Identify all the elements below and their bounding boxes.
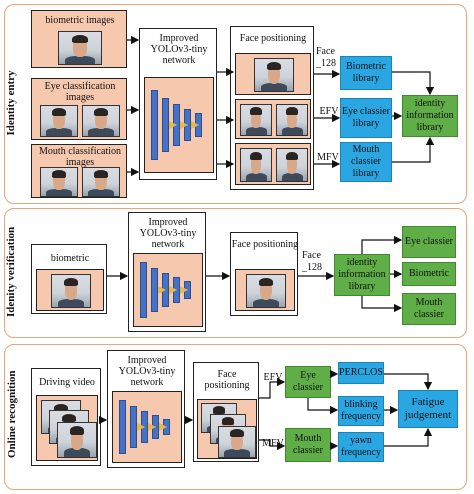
face-positioning-container: Face positioning [230, 26, 314, 190]
face-photo [218, 426, 256, 458]
online-positioning-container: Face positioning [193, 362, 259, 462]
network-arrow-icon [169, 121, 177, 129]
verification-network-graphic [133, 253, 203, 327]
online-network-label: Improved YOLOv3-tiny network [118, 355, 176, 388]
network-arrow-icon [159, 423, 167, 431]
fatigue-judgement-box: Fatigue judgement [398, 390, 458, 428]
face-photo [57, 422, 97, 458]
face-photo [276, 148, 308, 182]
face-positioning-label: Face positioning [239, 33, 307, 44]
verification-mouth-classier: Mouth classier [402, 293, 456, 325]
biometric-images-label: biometric images [45, 15, 115, 26]
biometric-library: Biometric library [340, 56, 392, 90]
face-photo [40, 105, 78, 137]
verification-network-label: Improved YOLOv3-tiny network [139, 217, 197, 250]
eye-classier-library: Eye classier library [340, 98, 392, 138]
face-photo [246, 274, 286, 308]
driving-video-box: Driving video [31, 368, 101, 466]
network-layer [140, 262, 147, 318]
efv-label: EFV [319, 106, 339, 117]
identity-information-library: identity information library [402, 95, 458, 137]
network-arrow-icon [148, 423, 156, 431]
online-network-graphic [112, 391, 182, 463]
face-photo [58, 31, 102, 65]
online-mfv-label: MFV [262, 438, 284, 449]
network-layer [151, 90, 158, 160]
verification-network-container: Improved YOLOv3-tiny network [128, 212, 206, 332]
online-mouth-classier: Mouth classier [285, 428, 331, 462]
face-photo [51, 274, 91, 308]
face-photo [240, 104, 272, 136]
verification-positioning-label: Face positioning [231, 239, 299, 250]
positioned-eye-faces [235, 99, 311, 139]
network-layer [162, 98, 169, 152]
network-arrow-icon [169, 286, 177, 294]
verification-positioned-face [235, 269, 295, 311]
online-positioned-faces [197, 399, 257, 459]
network-graphic [144, 77, 214, 173]
verification-identity-library: identity information library [334, 254, 390, 296]
verification-biometric: Biometric [402, 262, 456, 286]
network-layer [151, 268, 158, 312]
network-arrow-icon [180, 121, 188, 129]
eye-classification-images-box: Eye classification images [31, 78, 127, 140]
yawn-frequency-box: yawn frequency [338, 432, 384, 462]
verification-input-photo-frame [36, 269, 104, 311]
face-photo [254, 58, 294, 92]
verification-input-label: biometric [50, 253, 90, 264]
face-photo [40, 167, 78, 197]
positioned-face [235, 53, 311, 95]
face-photo [240, 148, 272, 182]
online-eye-classier: Eye classier [285, 366, 331, 398]
positioned-mouth-faces [235, 143, 311, 185]
network-arrow-icon [191, 121, 199, 129]
verification-eye-classier: Eye classier [402, 226, 456, 258]
face-photo [82, 105, 120, 137]
network-layer [130, 406, 137, 448]
driving-video-label: Driving video [39, 377, 95, 388]
eye-classification-images-label: Eye classification images [44, 81, 116, 103]
network-container: Improved YOLOv3-tiny network [139, 28, 217, 180]
mouth-classification-images-label: Mouth classification images [39, 146, 121, 168]
video-frames [36, 395, 98, 461]
verification-input-box: biometric [31, 244, 107, 314]
network-arrow-icon [137, 423, 145, 431]
face-photo [276, 104, 308, 136]
blinking-frequency-box: blinking frequency [338, 396, 384, 426]
network-layer [119, 400, 126, 454]
perclos-box: PERCLOS [338, 362, 384, 384]
online-network-container: Improved YOLOv3-tiny network [107, 350, 185, 468]
online-efv-label: EFV [263, 372, 283, 383]
network-arrow-icon [180, 286, 188, 294]
network-arrow-icon [158, 286, 166, 294]
face-128-label: Face _128 [316, 46, 336, 69]
face-photo [82, 167, 120, 197]
mouth-classier-library: Mouth classier library [340, 142, 392, 182]
network-label: Improved YOLOv3-tiny network [150, 33, 208, 66]
online-positioning-label: Face positioning [204, 369, 250, 391]
biometric-images-box: biometric images [31, 10, 127, 68]
verification-face-128-label: Face _128 [302, 250, 322, 273]
verification-positioning-container: Face positioning [230, 232, 298, 316]
mfv-label: MFV [317, 152, 339, 163]
mouth-classification-images-box: Mouth classification images [31, 144, 127, 198]
